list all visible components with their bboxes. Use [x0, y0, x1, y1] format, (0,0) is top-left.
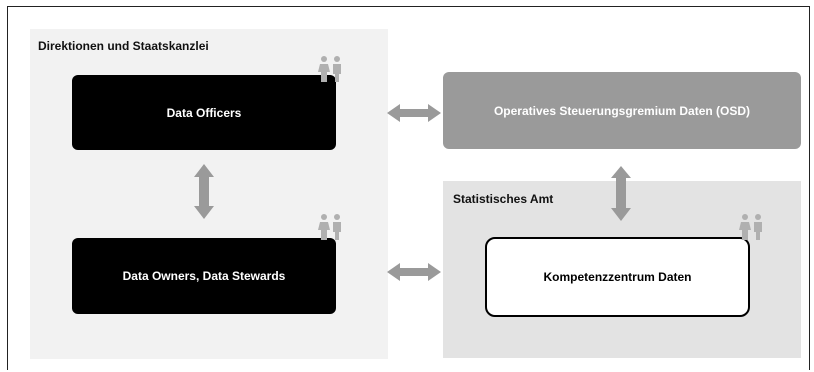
diagram-frame: [7, 6, 810, 370]
node-data-officers: Data Officers: [72, 75, 336, 150]
double-arrow-icon: [194, 164, 214, 219]
double-arrow-icon: [387, 263, 441, 281]
node-kompetenzzentrum: Kompetenzzentrum Daten: [485, 237, 750, 317]
double-arrow-icon: [387, 104, 441, 122]
people-icon: [318, 214, 341, 240]
people-icon: [318, 56, 341, 82]
double-arrow-icon: [611, 166, 631, 221]
group-title-statistisches-amt: Statistisches Amt: [453, 192, 554, 206]
node-data-owners-label: Data Owners, Data Stewards: [122, 269, 286, 283]
node-osd: Operatives Steuerungsgremium Daten (OSD): [443, 72, 801, 149]
people-icon: [739, 214, 762, 240]
node-data-owners-stewards: Data Owners, Data Stewards: [72, 238, 336, 314]
node-kompetenzzentrum-label: Kompetenzzentrum Daten: [543, 270, 692, 284]
group-title-direktionen: Direktionen und Staatskanzlei: [38, 39, 209, 53]
node-data-officers-label: Data Officers: [166, 105, 242, 120]
node-osd-label: Operatives Steuerungsgremium Daten (OSD): [493, 103, 751, 118]
